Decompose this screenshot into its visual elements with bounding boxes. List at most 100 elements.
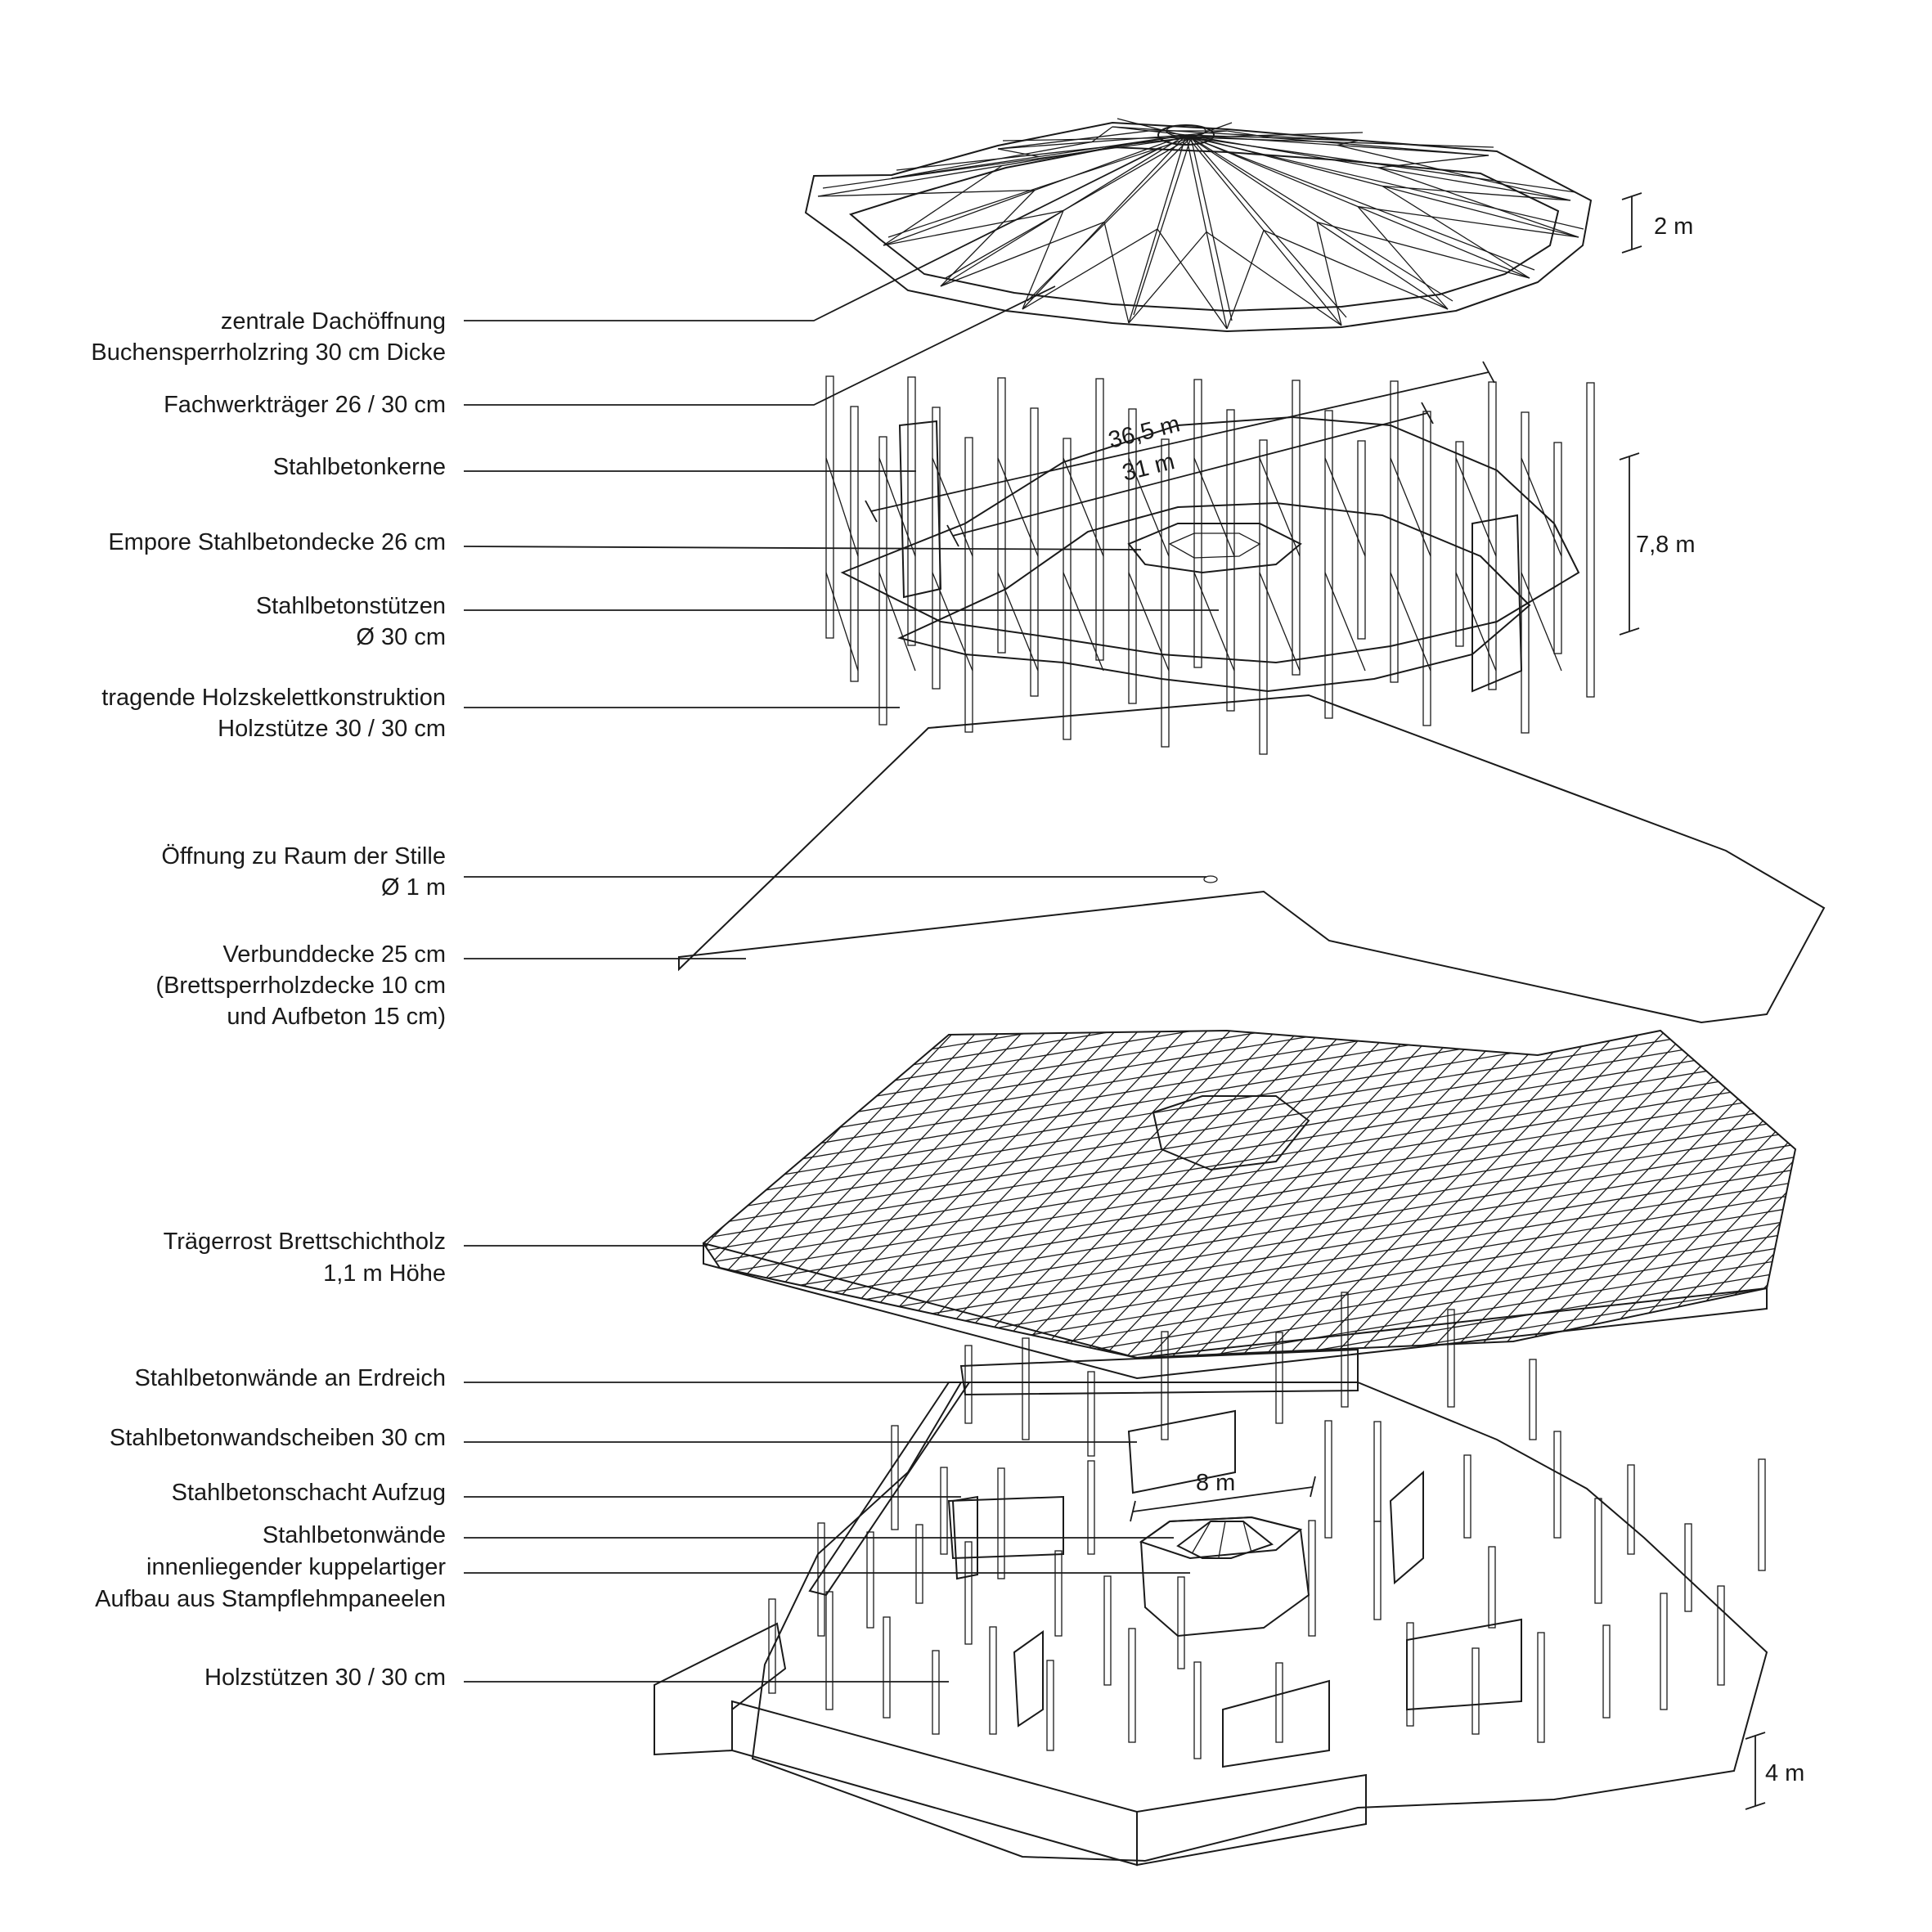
grid-beam-a xyxy=(850,1031,1162,1358)
dim-roof-height-text: 2 m xyxy=(1654,213,1693,240)
grid-beam-b xyxy=(687,1633,1816,1821)
grid-beam-b xyxy=(703,1040,1795,1229)
grid-beam-a xyxy=(1766,1031,1795,1358)
basement-timber-column xyxy=(1758,1458,1766,1571)
roof-lacing-diagonal xyxy=(883,209,1064,246)
basement-timber-column xyxy=(817,1522,825,1637)
timber-brace xyxy=(1324,457,1366,557)
grid-beam-a xyxy=(255,1031,566,1358)
grid-beam-a xyxy=(0,1031,268,1358)
gallery-slab xyxy=(1127,523,1302,574)
dimension-dome-width: 8 m xyxy=(1130,1470,1316,1522)
concrete-core-right xyxy=(1471,514,1523,693)
grid-beam-a xyxy=(0,1031,291,1358)
grid-beam-a xyxy=(370,1031,681,1358)
basement-timber-column xyxy=(932,1650,940,1735)
basement-timber-column xyxy=(1177,1576,1185,1669)
earth-wall-back xyxy=(959,1348,1359,1396)
grid-beam-b xyxy=(687,436,1816,624)
silence-room-opening xyxy=(1203,875,1218,883)
grid-beam-a xyxy=(712,1031,1025,1358)
roof-lacing-diagonal xyxy=(1226,130,1273,139)
timber-brace xyxy=(1193,572,1235,672)
roof-rib-chord xyxy=(822,137,1192,189)
roof-truss-inner-chord xyxy=(848,146,1560,312)
grid-beam-a xyxy=(1927,1031,1932,1358)
roof-lacing-diagonal xyxy=(940,221,1105,287)
timber-brace xyxy=(1455,457,1497,557)
grid-beam-a xyxy=(703,1031,1002,1358)
timber-post xyxy=(1488,381,1497,690)
grid-beam-a xyxy=(1285,1031,1597,1358)
roof-lacing-diagonal xyxy=(1271,137,1489,156)
grid-beam-b xyxy=(687,1519,1816,1707)
timber-post xyxy=(1553,442,1562,654)
grid-beam-b xyxy=(687,649,1816,838)
grid-beam-a xyxy=(1835,1031,1932,1358)
label-composite-slab-2: (Brettsperrholzdecke 10 cm xyxy=(155,973,446,999)
dim-basement-height-text: 4 m xyxy=(1765,1760,1804,1786)
upper-storey-layer xyxy=(825,375,1595,755)
basement-timber-column xyxy=(1046,1660,1054,1751)
rammed-earth-dome xyxy=(1176,1521,1274,1559)
grid-beam-a xyxy=(0,1031,131,1358)
grid-beam-a xyxy=(301,1031,612,1358)
grid-beam-b xyxy=(687,838,1816,1027)
label-elevator: Stahlbetonschacht Aufzug xyxy=(172,1480,446,1506)
grid-beam-a xyxy=(1651,1031,1795,1358)
grid-beam-a xyxy=(1881,1031,1932,1358)
roof-lacing-diagonal xyxy=(1022,228,1158,310)
dimension-roof-height: 2 m xyxy=(1621,192,1693,254)
grid-beam-a xyxy=(1583,1031,1795,1358)
grid-beam-b xyxy=(687,322,1816,510)
grid-beam-a xyxy=(703,1031,910,1358)
roof-lacing-diagonal xyxy=(1377,167,1579,238)
grid-beam-b xyxy=(687,1670,1816,1858)
grid-beam-b xyxy=(703,1304,1795,1358)
grid-beam-b xyxy=(703,1031,1795,1179)
grid-beam-a xyxy=(1813,1031,1932,1358)
timber-brace xyxy=(1063,457,1104,557)
earth-wall-front xyxy=(731,1700,1138,1867)
timber-brace xyxy=(1259,457,1301,557)
grid-beam-b xyxy=(687,801,1816,989)
grid-beam-a xyxy=(1331,1031,1643,1358)
grid-beam-b xyxy=(687,1418,1816,1606)
roof-lacing-diagonal xyxy=(1382,185,1530,279)
grid-beam-b xyxy=(687,159,1816,347)
basement-timber-column xyxy=(1324,1420,1332,1539)
grid-beam-b xyxy=(687,297,1816,485)
grid-beam-b xyxy=(687,1620,1816,1808)
roof-rib-chord xyxy=(1027,137,1192,302)
basement-timber-column xyxy=(1602,1624,1611,1719)
shear-wall-5 xyxy=(1222,1679,1330,1768)
grid-beam-b xyxy=(687,1557,1816,1745)
timber-skeleton-braces xyxy=(825,457,1562,672)
label-inner-walls-2: innenliegender kuppelartiger xyxy=(146,1554,446,1580)
grid-beam-a xyxy=(703,1031,933,1358)
grid-beam-a xyxy=(3,1031,314,1358)
roof-lacing-diagonal xyxy=(883,164,1003,246)
grid-beam-b xyxy=(703,1031,1795,1066)
roof-rib-chord xyxy=(896,137,1192,171)
shear-wall-1 xyxy=(1127,1409,1236,1494)
timber-post xyxy=(1030,407,1039,697)
dim-span-outer-text: 36,5 m xyxy=(1106,411,1183,454)
basement-timber-column xyxy=(1275,1332,1283,1424)
grid-beam-a xyxy=(964,1031,1277,1358)
basement-timber-column xyxy=(1308,1520,1316,1637)
grid-beam-b xyxy=(687,675,1816,863)
grid-beam-b xyxy=(687,712,1816,901)
grid-beam-a xyxy=(941,1031,1254,1358)
basement-timber-column xyxy=(1087,1371,1095,1457)
timber-post xyxy=(1193,379,1202,668)
roof-lacing-diagonal xyxy=(1226,230,1265,330)
timber-post xyxy=(1128,408,1137,704)
grid-beam-b xyxy=(687,562,1816,750)
grid-beam-a xyxy=(186,1031,497,1358)
timber-brace xyxy=(878,457,916,557)
basement-timber-column xyxy=(1717,1585,1725,1686)
grid-beam-a xyxy=(703,1031,819,1358)
basement-timber-column xyxy=(1275,1662,1283,1743)
timber-brace xyxy=(1193,457,1235,557)
